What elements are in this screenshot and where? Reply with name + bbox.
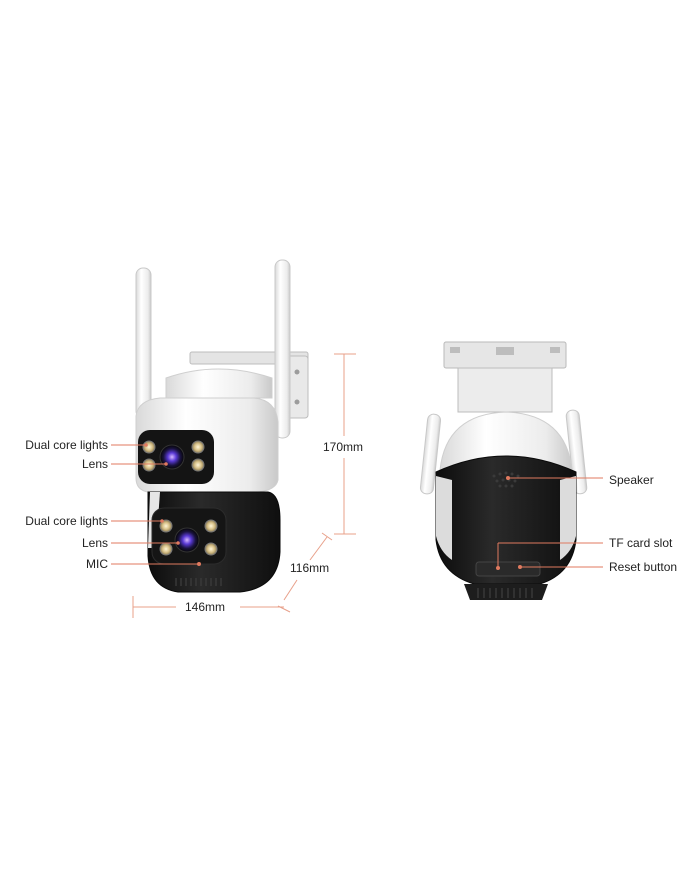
label-speaker: Speaker — [609, 473, 654, 487]
label-dual-core-lights-bottom: Dual core lights — [25, 514, 108, 528]
front-callout-lines — [111, 444, 198, 565]
label-lens-top: Lens — [81, 457, 108, 471]
label-reset-button: Reset button — [609, 560, 678, 574]
front-camera — [135, 259, 309, 593]
label-mic: MIC — [86, 557, 108, 571]
dimension-width: 146mm — [185, 600, 226, 614]
dimension-depth: 116mm — [290, 561, 330, 575]
back-camera — [419, 341, 588, 600]
upper-lens — [159, 444, 185, 470]
mic-hole — [197, 562, 201, 566]
dimension-height: 170mm — [323, 440, 364, 454]
label-dual-core-lights-top: Dual core lights — [25, 438, 108, 452]
lower-lens — [174, 527, 200, 553]
label-tf-card-slot: TF card slot — [609, 536, 673, 550]
back-callout-lines — [497, 477, 603, 568]
dimension-lines — [132, 353, 356, 618]
lower-led-lights — [159, 519, 218, 556]
label-lens-bottom: Lens — [81, 536, 108, 550]
upper-led-lights — [142, 440, 205, 472]
